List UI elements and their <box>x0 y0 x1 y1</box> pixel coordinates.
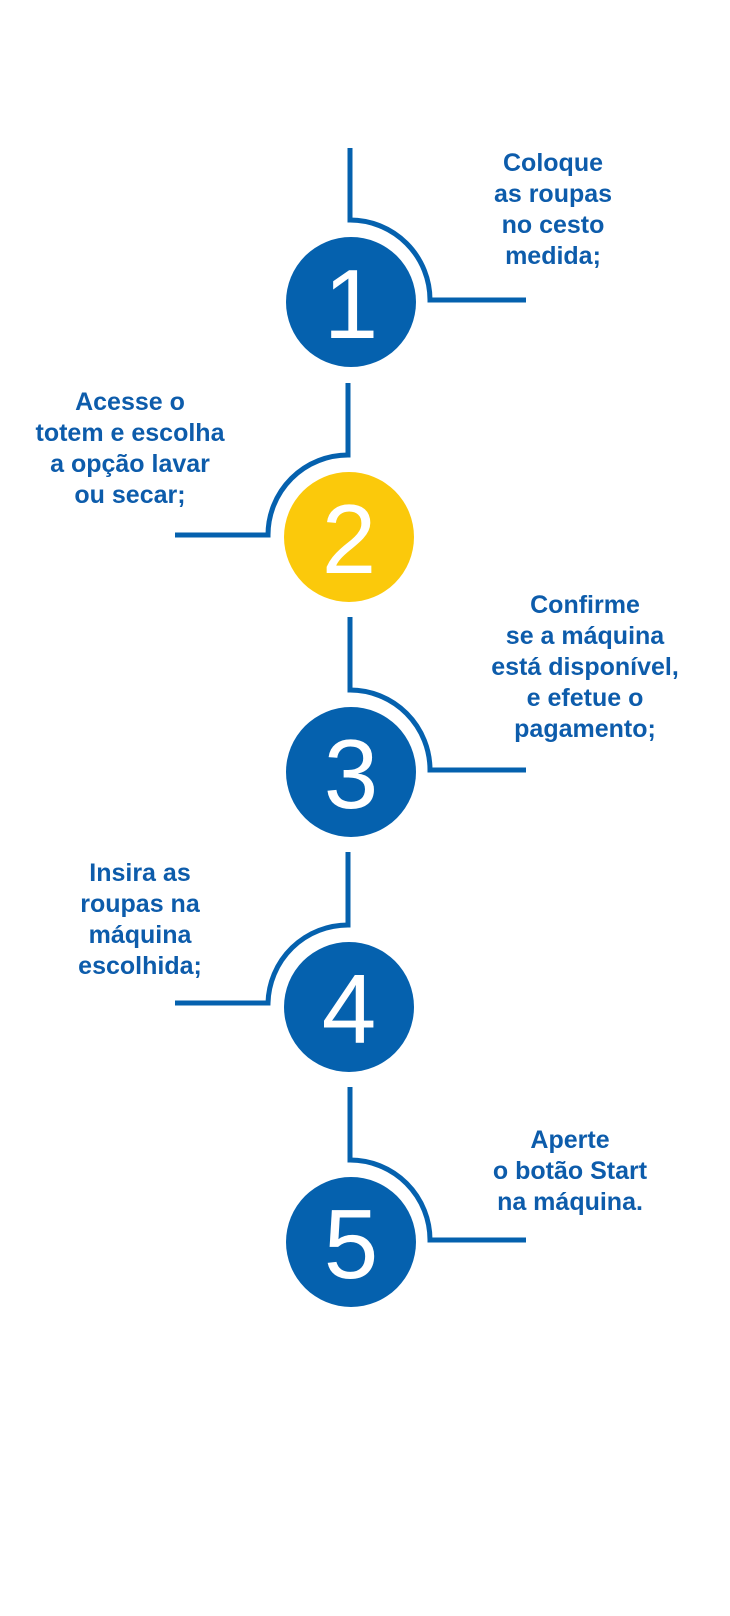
step-1-line-3: no cesto <box>501 211 605 239</box>
step-3-text: Confirme se a máquina está disponível, e… <box>470 590 700 745</box>
step-4-line-4: escolhida; <box>78 952 202 980</box>
step-3-line-1: Confirme <box>530 591 640 619</box>
step-4-number: 4 <box>321 954 377 1064</box>
step-3-line-4: e efetue o <box>526 684 644 712</box>
step-5-text: Aperte o botão Start na máquina. <box>470 1125 670 1218</box>
step-3-line-2: se a máquina <box>505 622 665 650</box>
step-4-circle: 4 <box>284 942 414 1072</box>
step-4-text: Insira as roupas na máquina escolhida; <box>55 858 225 982</box>
step-3-connector <box>347 617 526 773</box>
step-1-line-4: medida; <box>505 242 601 270</box>
step-3-line-5: pagamento; <box>514 715 656 743</box>
step-2-line-3: a opção lavar <box>50 450 210 478</box>
step-2-number: 2 <box>321 484 377 594</box>
step-2-line-4: ou secar; <box>74 481 186 509</box>
step-4-connector <box>175 852 351 1006</box>
step-5-line-3: na máquina. <box>497 1188 643 1216</box>
step-2-line-2: totem e escolha <box>35 419 225 447</box>
step-5-number: 5 <box>323 1189 379 1299</box>
step-1-connector <box>347 148 526 303</box>
step-4-line-1: Insira as <box>89 859 191 887</box>
step-5-circle: 5 <box>286 1177 416 1307</box>
step-4-line-3: máquina <box>88 921 192 949</box>
step-1-text: Coloque as roupas no cesto medida; <box>478 148 628 272</box>
step-2-line-1: Acesse o <box>75 388 185 416</box>
step-1-circle: 1 <box>286 237 416 367</box>
step-1-line-2: as roupas <box>493 180 613 208</box>
step-3-circle: 3 <box>286 707 416 837</box>
step-5-line-2: o botão Start <box>492 1157 648 1185</box>
step-1-line-1: Coloque <box>503 149 603 177</box>
step-2-connector <box>175 383 351 538</box>
step-4-line-2: roupas na <box>80 890 200 918</box>
step-5-connector <box>347 1087 526 1243</box>
step-2-circle: 2 <box>284 472 414 602</box>
step-3-line-3: está disponível, <box>491 653 679 681</box>
step-3-number: 3 <box>323 719 379 829</box>
step-5-line-1: Aperte <box>530 1126 610 1154</box>
step-1-number: 1 <box>323 249 379 359</box>
step-2-text: Acesse o totem e escolha a opção lavar o… <box>10 387 250 511</box>
